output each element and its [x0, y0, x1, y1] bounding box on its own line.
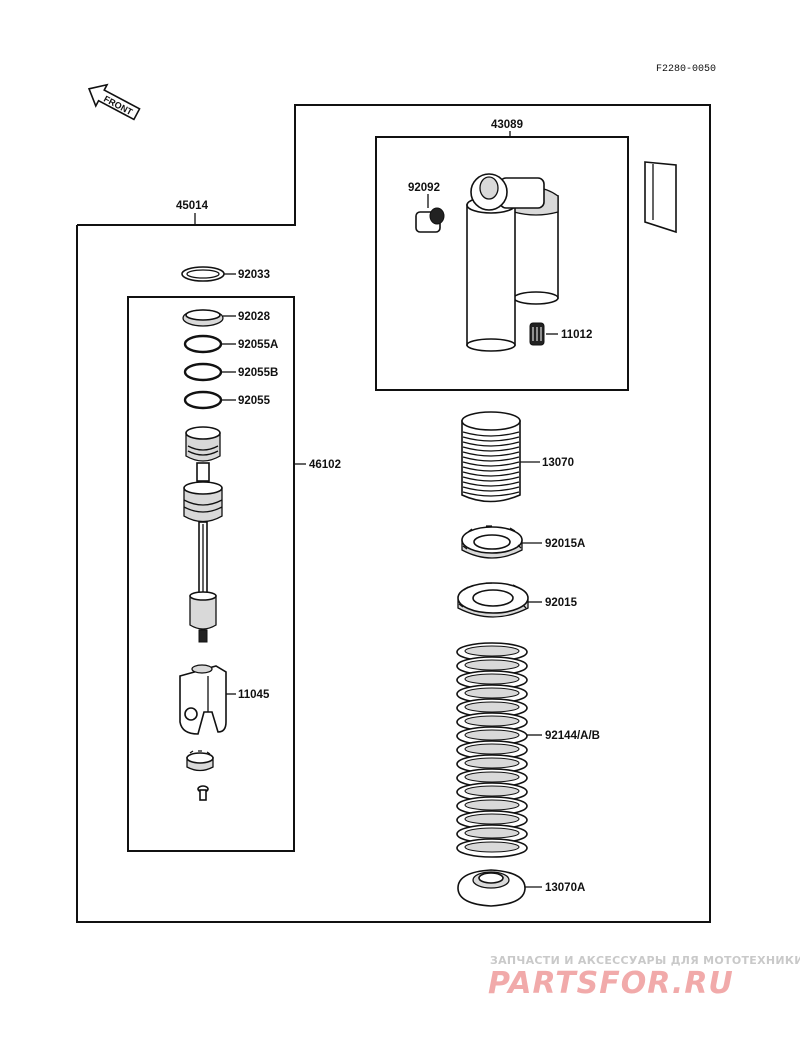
- watermark-logo: PARTSFOR.RU: [488, 966, 734, 1001]
- o-ring-92055b: [183, 362, 223, 382]
- screw: [197, 785, 209, 801]
- label-92028: 92028: [238, 311, 271, 323]
- label-43089: 43089: [491, 119, 523, 131]
- adjuster-nut: [186, 750, 214, 772]
- bushing-92028: [182, 309, 224, 327]
- bumper-13070: [461, 411, 521, 503]
- label-92015: 92015: [545, 597, 578, 609]
- spring-92144: [456, 642, 528, 858]
- label-92055a: 92055A: [238, 339, 278, 351]
- bushing-92092: [415, 207, 445, 233]
- damper-unit-box: [127, 296, 295, 852]
- label-92055: 92055: [238, 395, 271, 407]
- label-92092: 92092: [408, 182, 440, 194]
- label-11045: 11045: [238, 689, 270, 701]
- o-ring-92055: [183, 390, 223, 410]
- tag-shape: [644, 161, 677, 234]
- clevis-11045: [179, 664, 227, 735]
- label-13070: 13070: [542, 457, 574, 469]
- damper-rod-assembly: [183, 426, 223, 643]
- valve-cap-11012: [529, 322, 545, 346]
- watermark-tagline: ЗАПЧАСТИ И АКСЕССУАРЫ ДЛЯ МОТОТЕХНИКИ: [490, 954, 800, 967]
- front-arrow-icon: FRONT: [87, 83, 141, 121]
- shock-assembly-outline: [76, 104, 711, 923]
- reservoir-body: [466, 173, 559, 352]
- label-13070a: 13070A: [545, 882, 585, 894]
- label-45014: 45014: [176, 200, 209, 212]
- figure-code: F2280-0050: [656, 64, 716, 75]
- spring-seat-13070a: [457, 869, 526, 907]
- label-92055b: 92055B: [238, 367, 278, 379]
- label-11012: 11012: [561, 329, 592, 341]
- label-92015a: 92015A: [545, 538, 585, 550]
- reservoir-assembly-box: [375, 136, 629, 391]
- label-92033: 92033: [238, 269, 270, 281]
- label-46102: 46102: [309, 459, 341, 471]
- o-ring-92055a: [183, 334, 223, 354]
- lock-nut-92015a: [461, 525, 523, 559]
- circlip-92033: [181, 266, 225, 282]
- adjuster-nut-92015: [457, 582, 529, 618]
- label-92144: 92144/A/B: [545, 730, 600, 742]
